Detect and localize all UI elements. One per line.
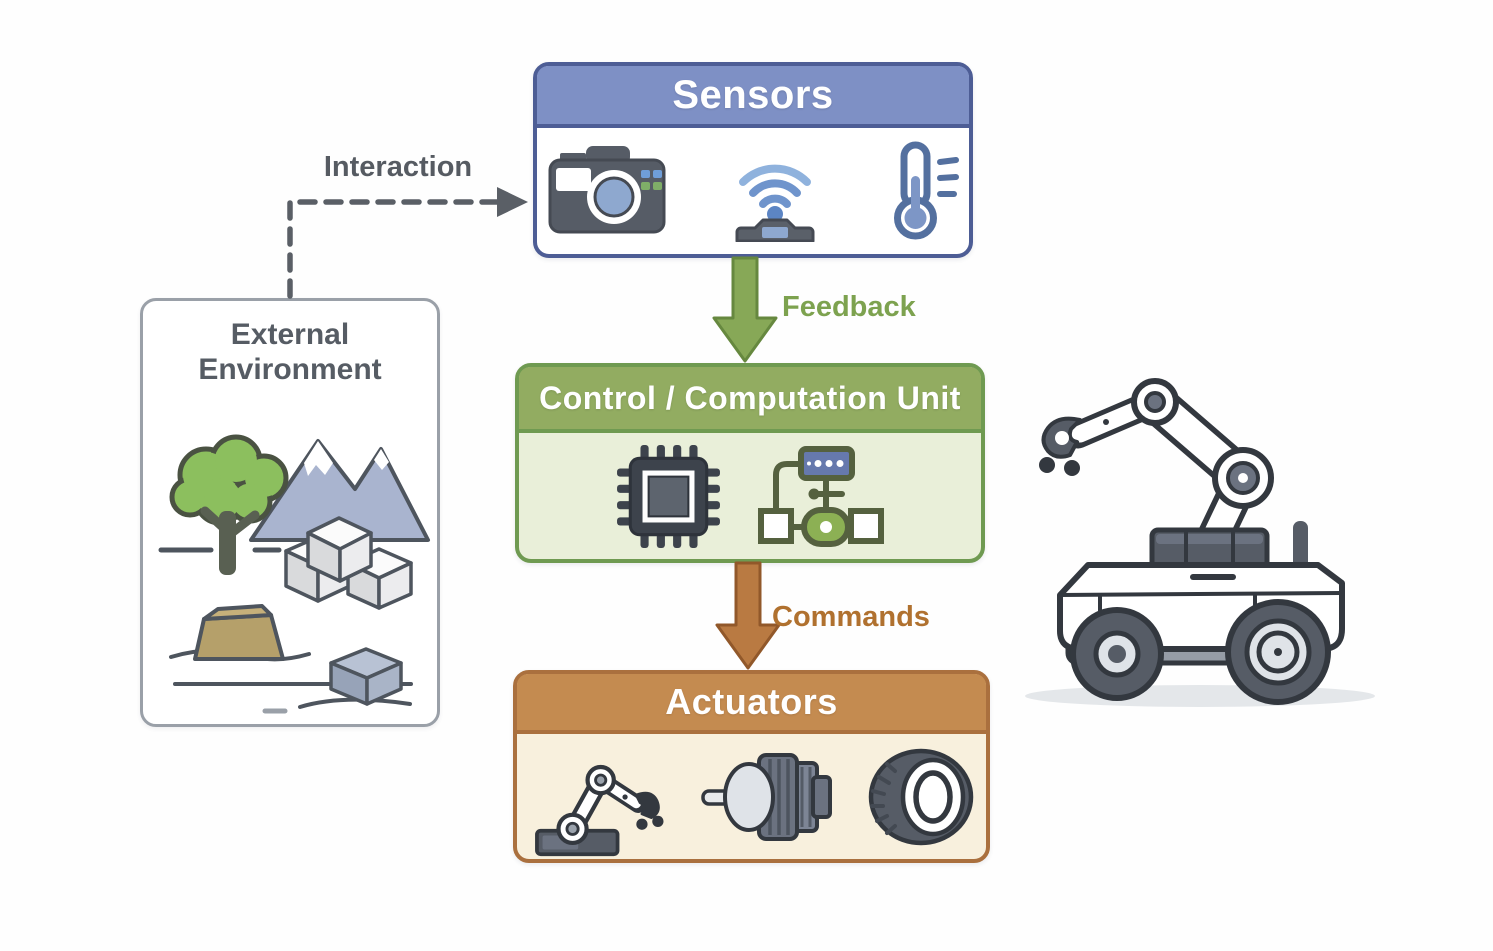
rock-icon: [193, 604, 285, 661]
thermometer-icon: [894, 141, 959, 240]
feedback-arrow: [712, 256, 778, 363]
sensors-box: Sensors: [533, 62, 973, 258]
robot-arm: [1039, 378, 1274, 561]
interaction-label: Interaction: [323, 151, 473, 183]
robot-wheels: [1070, 599, 1331, 705]
cube-icon: [329, 647, 403, 706]
actuators-title: Actuators: [517, 674, 986, 734]
environment-illustration: [158, 434, 430, 714]
motor-icon: [700, 752, 832, 841]
wheel-icon: [868, 748, 973, 845]
camera-icon: [548, 145, 666, 233]
arrowhead: [497, 187, 528, 217]
sensors-title: Sensors: [537, 66, 969, 128]
chip-icon: [616, 444, 720, 548]
external-environment-box: External Environment: [140, 298, 440, 727]
interaction-arrow: [287, 187, 528, 299]
actuators-box: Actuators: [513, 670, 990, 863]
tree-icon: [169, 434, 289, 575]
stacked-cubes-icon: [284, 516, 413, 610]
external-environment-title: External Environment: [198, 318, 382, 386]
control-computation-box: Control / Computation Unit: [515, 363, 985, 563]
ground-line: [298, 697, 412, 709]
feedback-label: Feedback: [782, 291, 916, 323]
robot-illustration: [1025, 378, 1375, 707]
antenna: [1293, 521, 1308, 571]
wireless-sensor-icon: [735, 164, 815, 242]
flowchart-icon: [757, 446, 884, 547]
robot-shadow: [1025, 685, 1375, 707]
mountains-icon: [249, 439, 430, 542]
commands-label: Commands: [772, 601, 930, 633]
commands-arrow: [715, 561, 781, 670]
robot-arm-icon: [534, 764, 663, 856]
control-computation-title: Control / Computation Unit: [519, 367, 981, 433]
